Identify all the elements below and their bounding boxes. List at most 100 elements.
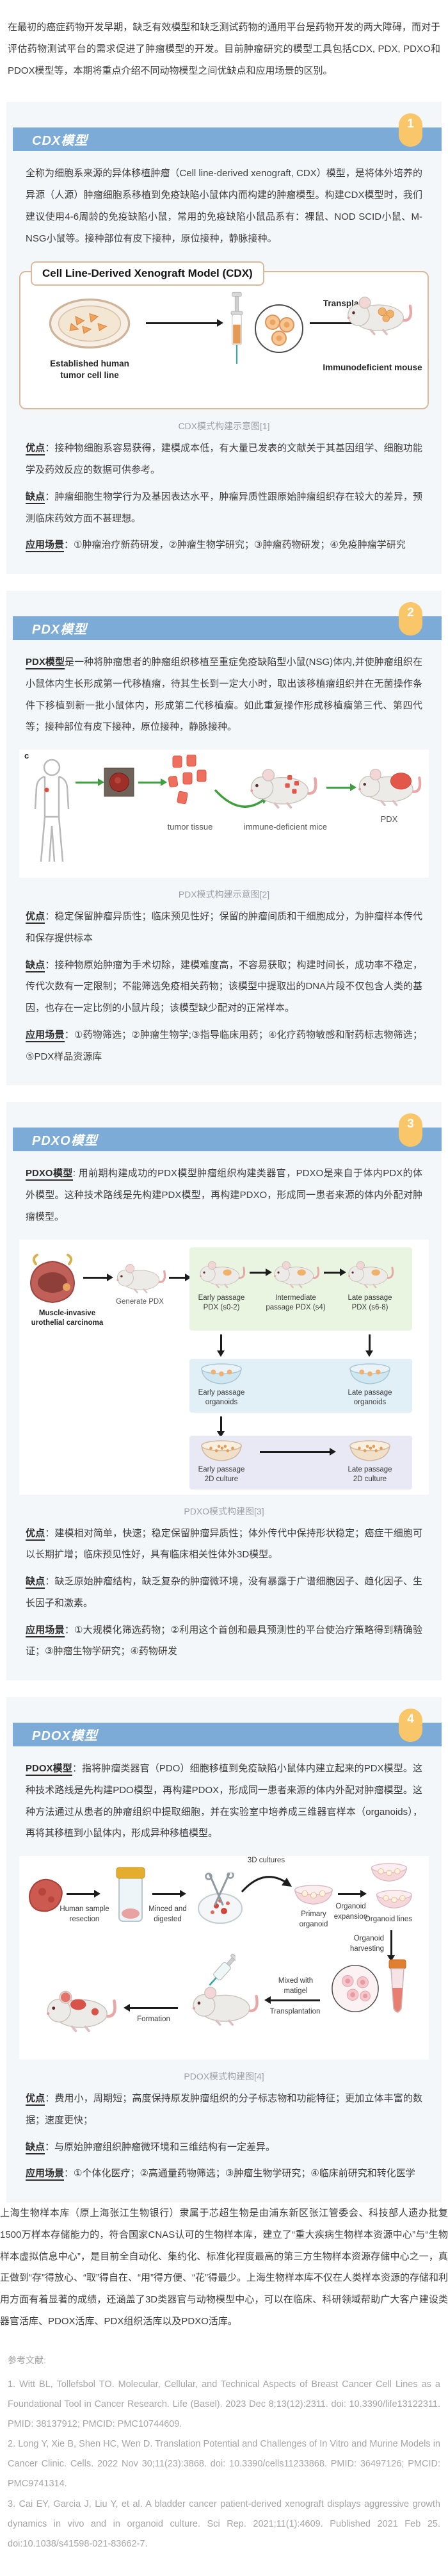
3d-cultures-label: 3D cultures xyxy=(247,1857,285,1864)
mouse-icon xyxy=(244,764,320,810)
tumor-photo-icon xyxy=(104,767,134,797)
figure-caption: PDXO模式构建图[3] xyxy=(184,1505,264,1516)
apps-paragraph: 应用场景：①个体化医疗；②高通量药物筛选；③肿瘤生物学研究；④临床前研究和转化医… xyxy=(6,2158,442,2185)
cons-paragraph: 缺点：肿瘤细胞生物学行为及基因表达水平，肿瘤异质性跟原始肿瘤组织存在较大的差异，… xyxy=(26,491,422,524)
transplantation-label: Transplantation xyxy=(269,2008,321,2015)
mouse-icon xyxy=(196,1258,247,1289)
mouse-icon xyxy=(187,1981,261,2027)
cons-paragraph: 缺点：接种物原始肿瘤为手术切除，建模难度高，不容易获取；构建时间长，成功率不稳定… xyxy=(26,959,422,1013)
2d-culture-dish-icon xyxy=(200,1440,243,1463)
section-number-badge: 3 xyxy=(399,1113,422,1147)
pros-paragraph: 优点：稳定保留肿瘤异质性；临床预见性好；保留的肿瘤间质和干细胞成分，为肿瘤样本传… xyxy=(26,911,422,944)
figure-caption: PDX模式构建示意图[2] xyxy=(178,889,270,899)
section-title: CDX模型 xyxy=(32,134,88,149)
section-number-badge: 2 xyxy=(399,602,422,636)
cons-paragraph: 缺点：与原始肿瘤组织肿瘤微环境和三维结构有一定差异。 xyxy=(6,2131,442,2158)
mouse-icon xyxy=(270,1258,321,1289)
tube-icon xyxy=(388,1959,406,2013)
mouse-icon xyxy=(113,1260,168,1294)
section-description: 全称为细胞系来源的异体移植肿瘤（Cell line-derived xenogr… xyxy=(26,168,422,244)
immune-deficient-mice-label: immune-deficient mice xyxy=(243,822,328,832)
figure-caption: CDX模式构建示意图[1] xyxy=(178,421,270,432)
mouse-icon xyxy=(342,291,415,336)
section-description: PDXO模型: 用前期构建成功的PDX模型肿瘤组织构建类器官，PDXO是来自于体… xyxy=(26,1168,422,1222)
apps-paragraph: 应用场景：①肿瘤治疗新药研发，②肿瘤生物学研究；③肿瘤药物研发；④免疫肿瘤学研究 xyxy=(6,529,442,556)
patient-icon xyxy=(34,759,70,862)
tumor-tissue-icon xyxy=(168,755,207,805)
arrow-icon xyxy=(138,778,167,786)
arrow-left-icon xyxy=(264,1996,320,2004)
arrow-icon xyxy=(250,1268,272,1276)
section-title-bar: PDOX模型 xyxy=(13,1723,442,1746)
petri-dish-icon xyxy=(49,299,131,349)
harvested-cells-icon xyxy=(332,1965,379,2012)
curved-arrow-icon xyxy=(241,1876,292,1893)
arrow-down-icon xyxy=(217,1416,225,1438)
panel-letter: c xyxy=(24,751,29,760)
pdx-mouse-icon xyxy=(353,764,424,807)
cell-line-label: Established human tumor cell line xyxy=(50,359,129,381)
section-cdx: 1 CDX模型 全称为细胞系来源的异体移植肿瘤（Cell line-derive… xyxy=(6,102,442,574)
reference-item: 1. Witt BL, Tollefsbol TO. Molecular, Ce… xyxy=(8,2379,440,2429)
pdx-passage-panel xyxy=(189,1247,412,1331)
2d-culture-dish-icon xyxy=(348,1440,392,1463)
references: 参考文献: 1. Witt BL, Tollefsbol TO. Molecul… xyxy=(8,2350,440,2555)
biobank-paragraph: 上海生物样本库（原上海张江生物银行）隶属于芯超生物是由浦东新区张江管委会、科技部… xyxy=(0,2208,448,2327)
organoid-lines-icon xyxy=(370,1862,408,1883)
organoid-dish-icon xyxy=(348,1363,392,1386)
arrow-icon xyxy=(146,319,223,327)
description-lead: PDXO模型 xyxy=(26,1168,73,1181)
pros-paragraph: 优点：费用小，周期短；高度保持原发肿瘤组织的分子标志物和功能特征；更加立体丰富的… xyxy=(26,2093,422,2126)
bladder-icon xyxy=(29,1253,76,1303)
description-lead: PDX模型 xyxy=(26,657,65,669)
arrow-icon xyxy=(83,1273,113,1281)
pros-paragraph: 优点：建模相对简单，快速；稳定保留肿瘤异质性；体外传代中保持形状稳定；癌症干细胞… xyxy=(26,1527,422,1561)
arrow-icon xyxy=(76,778,104,786)
arrow-left-icon xyxy=(124,2004,178,2012)
arrow-icon xyxy=(324,1268,346,1276)
apps-paragraph: 应用场景：①大规模化筛选药物；②利用这个首创和最具预测性的平台使治疗策略得到精确… xyxy=(26,1624,422,1657)
mouse-icon xyxy=(344,1258,396,1289)
section-number-badge: 1 xyxy=(399,113,422,147)
intro-paragraph: 在最初的癌症药物开发早期，缺乏有效模型和缺乏测试药物的通用平台是药物开发的两大障… xyxy=(8,22,440,76)
section-title: PDXO模型 xyxy=(32,1134,98,1149)
section-title: PDX模型 xyxy=(32,623,88,637)
injection-syringe-icon xyxy=(209,1953,236,1986)
section-pdx: 2 PDX模型 PDX模型是一种将肿瘤患者的肿瘤组织移植至重症免疫缺陷型小鼠(N… xyxy=(6,591,442,1086)
pdxo-figure: Muscle-invasive urothelial carcinoma Gen… xyxy=(19,1239,429,1495)
pros-paragraph: 优点：接种物细胞系容易获得，建模成本低，有大量已发表的文献关于其基因组学、细胞功… xyxy=(26,443,422,475)
cdx-figure-title: Cell Line-Derived Xenograft Model (CDX) xyxy=(31,261,264,286)
section-pdox: 4 PDOX模型 PDOX模型：指将肿瘤类器官（PDO）细胞移植到免疫缺陷小鼠体… xyxy=(6,1697,442,2203)
reference-item: 2. Long Y, Xie B, Shen HC, Wen D. Transl… xyxy=(8,2439,440,2490)
section-pdxo: 3 PDXO模型 PDXO模型: 用前期构建成功的PDX模型肿瘤组织构建类器官，… xyxy=(6,1102,442,1680)
description-lead: PDOX模型 xyxy=(26,1763,72,1776)
generate-pdx-label: Generate PDX xyxy=(116,1297,164,1306)
section-description: PDOX模型：指将肿瘤类器官（PDO）细胞移植到免疫缺陷小鼠体内建立起来的PDX… xyxy=(26,1763,422,1839)
pdox-mouse-icon xyxy=(41,1985,119,2033)
arrow-icon xyxy=(152,1890,186,1898)
reference-item: 3. Cai EY, Garcia J, Liu Y, et al. A bla… xyxy=(8,2498,440,2549)
section-header: 4 PDOX模型 xyxy=(13,1697,442,1746)
organoid-lines-icon xyxy=(375,1889,413,1910)
section-header: 3 PDXO模型 xyxy=(13,1102,442,1152)
section-title-bar: CDX模型 xyxy=(13,127,442,152)
immunodeficient-mouse-label: Immunodeficient mouse xyxy=(323,363,422,373)
formation-label: Formation xyxy=(137,2015,170,2023)
section-title-bar: PDXO模型 xyxy=(13,1128,442,1152)
primary-organoid-icon xyxy=(293,1884,334,1907)
arrow-icon xyxy=(338,1890,367,1898)
figure-caption: PDOX模式构建图[4] xyxy=(184,2071,264,2081)
section-description: PDX模型是一种将肿瘤患者的肿瘤组织移植至重症免疫缺陷型小鼠(NSG)体内,并使… xyxy=(26,657,423,733)
references-heading: 参考文献: xyxy=(8,2354,46,2365)
apps-paragraph: 应用场景：①药物筛选；②肿瘤生物学;③指导临床用药；④化疗药物敏感和耐药标志物筛… xyxy=(26,1029,422,1062)
pdx-figure: c xyxy=(19,750,429,878)
pdx-label: PDX xyxy=(380,814,398,824)
